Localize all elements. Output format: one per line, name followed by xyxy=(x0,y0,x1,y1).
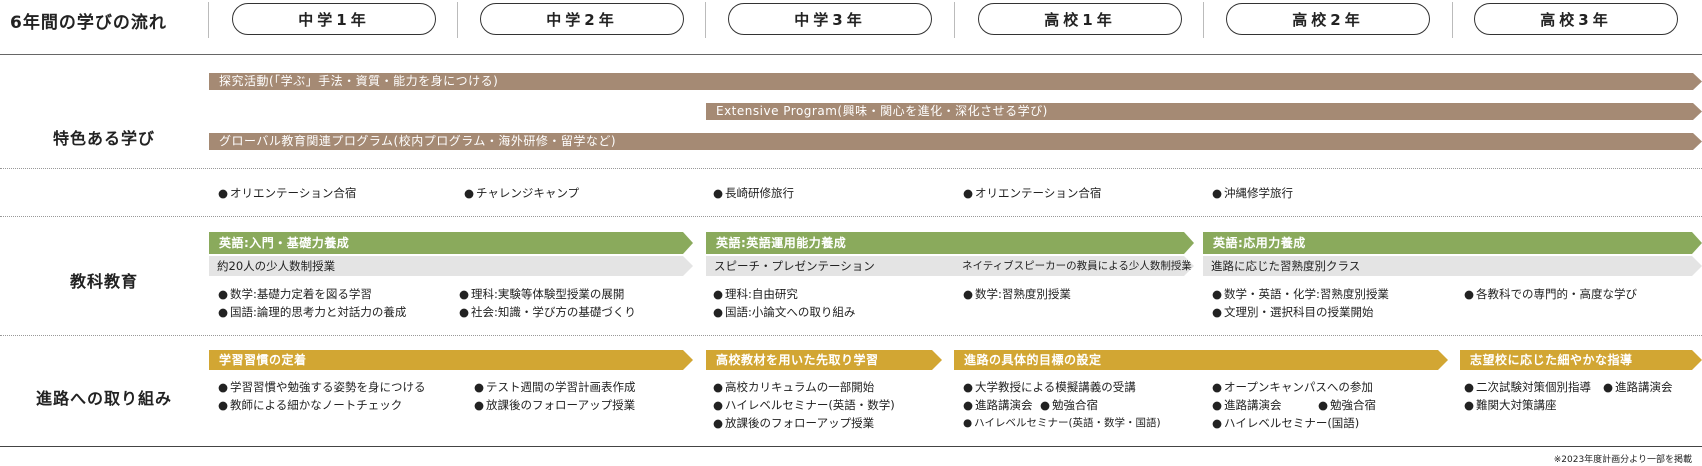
sub-bar: 進路に応じた習熟度別クラス xyxy=(1203,256,1702,276)
divider xyxy=(705,2,706,38)
year-header-1: 中学1年 xyxy=(232,3,436,35)
career-item: 進路講演会 xyxy=(1212,397,1282,413)
subject-item: 理科:実験等体験型授業の展開 xyxy=(459,286,624,302)
year-header-2: 中学2年 xyxy=(480,3,684,35)
year-header-5: 高校2年 xyxy=(1226,3,1430,35)
year-header-6: 高校3年 xyxy=(1474,3,1678,35)
sub-bar-label: ネイティブスピーカーの教員による少人数制授業 xyxy=(962,260,1192,272)
career-item: 難関大対策講座 xyxy=(1464,397,1557,413)
program-bar: 探究活動(「学ぶ」手法・資質・能力を身につける) xyxy=(209,73,1702,90)
phase-bar: 英語:応用力養成 xyxy=(1203,232,1702,254)
phase-bar: 学習習慣の定着 xyxy=(209,350,693,370)
career-item: 放課後のフォローアップ授業 xyxy=(713,415,874,431)
divider xyxy=(457,2,458,38)
event-item: オリエンテーション合宿 xyxy=(218,185,356,201)
sub-bar-label: スピーチ・プレゼンテーション xyxy=(714,259,875,273)
phase-bar: 進路の具体的目標の設定 xyxy=(954,350,1448,370)
subject-item: 国語:論理的思考力と対話力の養成 xyxy=(218,304,406,320)
event-item: 沖縄修学旅行 xyxy=(1212,185,1293,201)
dotted-divider xyxy=(0,216,1702,217)
career-item: ハイレベルセミナー(英語・数学) xyxy=(713,397,895,413)
subject-item: 各教科での専門的・高度な学び xyxy=(1464,286,1637,302)
career-item: 進路講演会 xyxy=(1603,379,1673,395)
career-item: 教師による細かなノートチェック xyxy=(218,397,402,413)
career-item: 勉強合宿 xyxy=(1040,397,1098,413)
row-label-subject: 教科教育 xyxy=(69,272,138,291)
career-item: ハイレベルセミナー(英語・数学・国語) xyxy=(963,415,1160,430)
sub-bar: 約20人の少人数制授業 xyxy=(209,256,693,276)
row-label-special: 特色ある学び xyxy=(52,129,155,148)
divider xyxy=(208,2,209,38)
subject-item: 国語:小論文への取り組み xyxy=(713,304,855,320)
phase-bar: 英語:入門・基礎力養成 xyxy=(209,232,693,254)
program-bar: Extensive Program(興味・関心を進化・深化させる学び) xyxy=(706,103,1702,120)
page-title: 6年間の学びの流れ xyxy=(10,13,167,33)
event-item: チャレンジキャンプ xyxy=(464,185,579,201)
phase-bar: 志望校に応じた細やかな指導 xyxy=(1460,350,1702,370)
subject-item: 理科:自由研究 xyxy=(713,286,798,302)
career-item: ハイレベルセミナー(国語) xyxy=(1212,415,1359,431)
subject-item: 文理別・選択科目の授業開始 xyxy=(1212,304,1374,320)
divider xyxy=(1452,2,1453,38)
footnote: ※2023年度計画分より一部を掲載 xyxy=(1553,455,1692,465)
program-bar: グローバル教育関連プログラム(校内プログラム・海外研修・留学など) xyxy=(209,133,1702,150)
career-item: 二次試験対策個別指導 xyxy=(1464,379,1591,395)
career-item: 大学教授による模擬講義の受講 xyxy=(963,379,1136,395)
career-item: 学習習慣や勉強する姿勢を身につける xyxy=(218,379,426,395)
career-item: 進路講演会 xyxy=(963,397,1033,413)
subject-item: 数学:習熟度別授業 xyxy=(963,286,1071,302)
subject-item: 数学・英語・化学:習熟度別授業 xyxy=(1212,286,1389,302)
year-header-4: 高校1年 xyxy=(978,3,1182,35)
career-item: オープンキャンパスへの参加 xyxy=(1212,379,1373,395)
career-item: テスト週間の学習計画表作成 xyxy=(474,379,636,395)
divider xyxy=(1203,2,1204,38)
header-divider xyxy=(0,54,1702,55)
event-item: オリエンテーション合宿 xyxy=(963,185,1101,201)
career-item: 高校カリキュラムの一部開始 xyxy=(713,379,874,395)
sub-bar: スピーチ・プレゼンテーション ネイティブスピーカーの教員による少人数制授業 xyxy=(706,256,1194,276)
dotted-divider xyxy=(0,168,1702,169)
event-item: 長崎研修旅行 xyxy=(713,185,794,201)
row-label-career: 進路への取り組み xyxy=(35,389,172,408)
year-header-3: 中学3年 xyxy=(728,3,932,35)
dotted-divider xyxy=(0,335,1702,336)
subject-item: 社会:知識・学び方の基礎づくり xyxy=(459,304,636,320)
bottom-divider xyxy=(0,446,1702,447)
career-item: 放課後のフォローアップ授業 xyxy=(474,397,635,413)
phase-bar: 高校教材を用いた先取り学習 xyxy=(706,350,942,370)
divider xyxy=(954,2,955,38)
career-item: 勉強合宿 xyxy=(1318,397,1376,413)
phase-bar: 英語:英語運用能力養成 xyxy=(706,232,1194,254)
subject-item: 数学:基礎力定着を図る学習 xyxy=(218,286,372,302)
